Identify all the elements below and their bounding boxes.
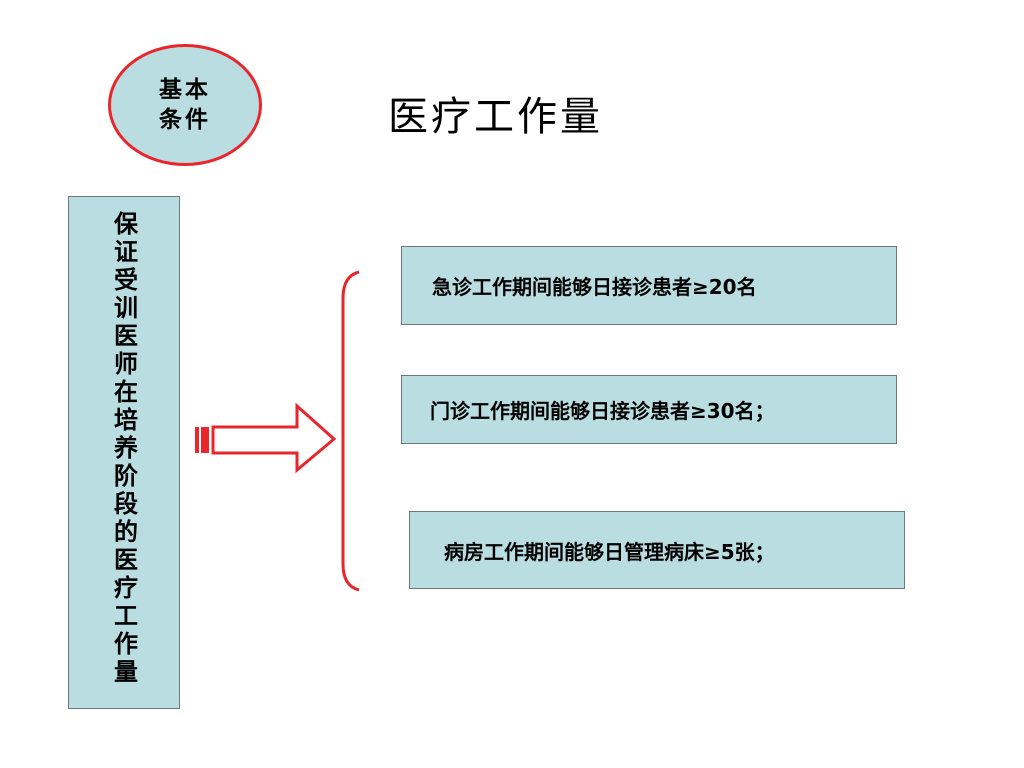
basic-conditions-badge: 基本 条件 xyxy=(108,44,262,166)
requirement-outpatient: 门诊工作期间能够日接诊患者≥30名； xyxy=(401,375,897,444)
left-brace-icon xyxy=(341,270,360,592)
page-title: 医疗工作量 xyxy=(388,94,603,140)
requirement-emergency-text: 急诊工作期间能够日接诊患者≥20名 xyxy=(432,275,757,299)
badge-line-1: 基本 xyxy=(159,77,211,103)
right-arrow-icon xyxy=(195,402,337,474)
requirement-emergency: 急诊工作期间能够日接诊患者≥20名 xyxy=(401,246,897,325)
requirement-summary-text: 保证受训医师在培养阶段的医疗工作量 xyxy=(109,211,138,687)
badge-line-2: 条件 xyxy=(159,107,211,133)
requirement-ward-text: 病房工作期间能够日管理病床≥5张； xyxy=(444,539,775,564)
requirement-outpatient-text: 门诊工作期间能够日接诊患者≥30名； xyxy=(430,399,775,423)
requirement-summary-box: 保证受训医师在培养阶段的医疗工作量 xyxy=(68,196,180,709)
requirement-ward: 病房工作期间能够日管理病床≥5张； xyxy=(409,511,905,589)
badge-label: 基本 条件 xyxy=(157,75,213,135)
